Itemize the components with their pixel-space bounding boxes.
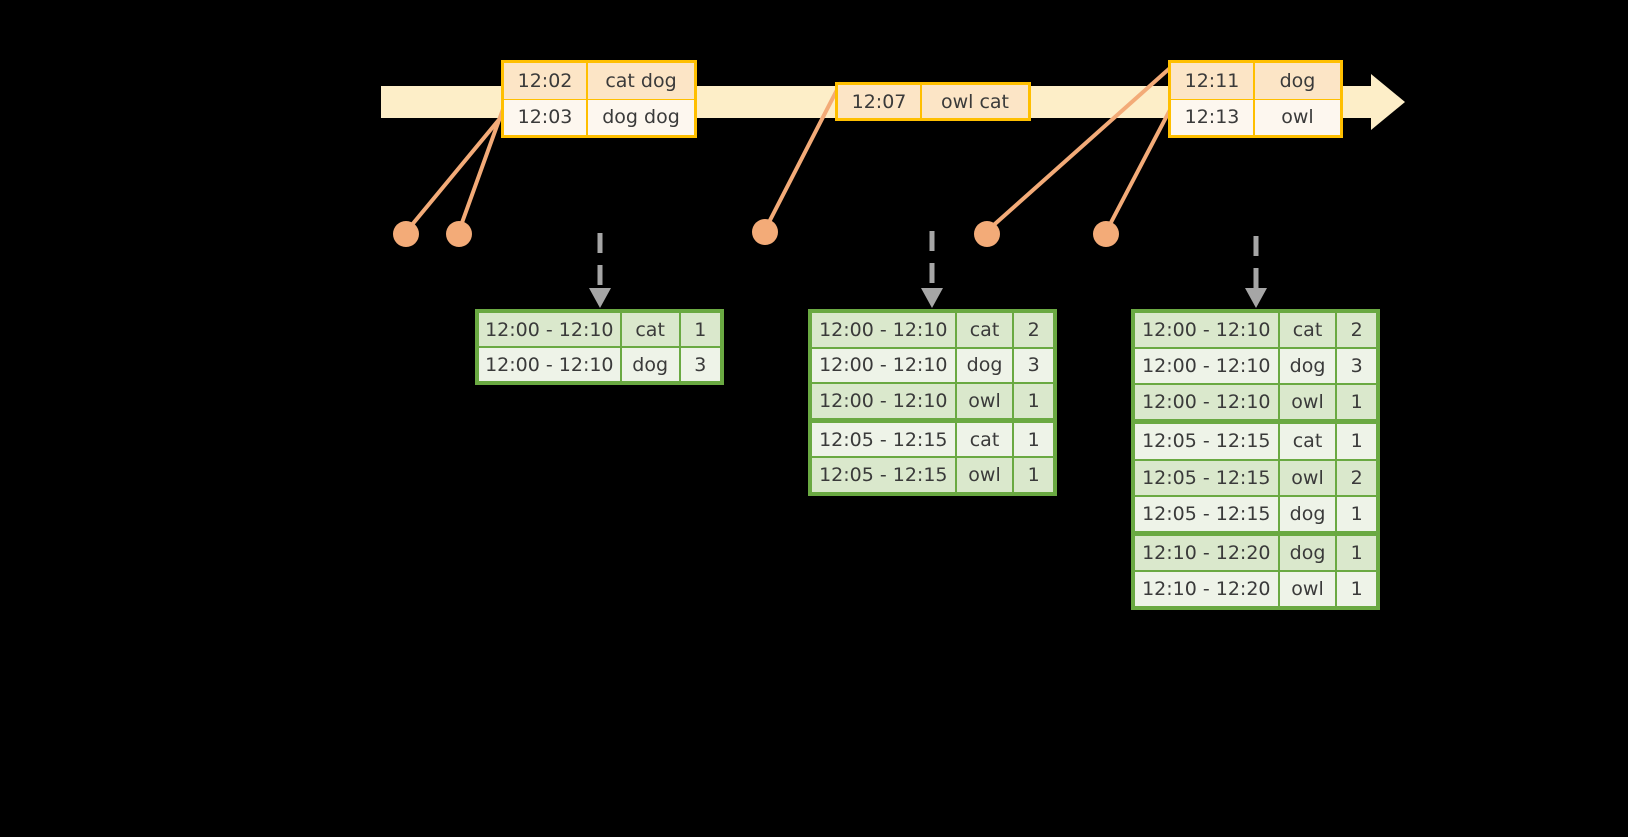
key-cell: owl (956, 384, 1013, 418)
table-row: 12:05 - 12:15 cat 1 (1135, 424, 1376, 459)
table-row: 12:00 - 12:10 owl 1 (812, 384, 1053, 418)
key-cell: cat (621, 313, 679, 346)
window-cell: 12:00 - 12:10 (479, 348, 620, 381)
count-cell: 2 (1337, 313, 1376, 348)
count-cell: 3 (1014, 348, 1053, 383)
event-time: 12:02 (504, 63, 588, 99)
key-cell: cat (1279, 424, 1336, 459)
table-row: 12:05 - 12:15 owl 2 (1135, 460, 1376, 495)
count-cell: 3 (680, 348, 720, 381)
window-cell: 12:00 - 12:10 (812, 348, 955, 383)
event-value: owl (1255, 99, 1340, 135)
key-cell: dog (1279, 496, 1336, 531)
window-cell: 12:05 - 12:15 (1135, 460, 1278, 495)
count-cell: 1 (1337, 535, 1376, 570)
table-row: 12:00 - 12:10 owl 1 (1135, 385, 1376, 420)
table-row: 12:00 - 12:10 dog 3 (812, 348, 1053, 383)
flow-arrow-head-3 (1245, 288, 1267, 308)
table-row: 12:05 - 12:15 cat 1 (812, 422, 1053, 457)
flow-arrow-head-1 (589, 288, 611, 308)
table-row: 12:00 - 12:10 cat 2 (812, 313, 1053, 347)
window-cell: 12:00 - 12:10 (1135, 313, 1278, 348)
event-box-1[interactable]: 12:02 cat dog 12:03 dog dog (501, 60, 697, 138)
window-cell: 12:00 - 12:10 (479, 313, 620, 346)
event-time: 12:03 (504, 99, 588, 135)
key-cell: owl (956, 458, 1013, 492)
result-table-2[interactable]: 12:00 - 12:10 cat 2 12:00 - 12:10 dog 3 … (808, 309, 1057, 496)
event-row: 12:02 cat dog (504, 63, 694, 100)
window-cell: 12:00 - 12:10 (812, 384, 955, 418)
key-cell: cat (956, 313, 1013, 347)
key-cell: dog (1279, 349, 1336, 384)
connector-dot-3 (752, 219, 778, 245)
window-cell: 12:00 - 12:10 (1135, 385, 1278, 420)
window-cell: 12:05 - 12:15 (1135, 424, 1278, 459)
table-row: 12:05 - 12:15 dog 1 (1135, 496, 1376, 531)
event-box-2[interactable]: 12:07 owl cat (835, 82, 1031, 121)
table-row: 12:10 - 12:20 dog 1 (1135, 535, 1376, 570)
timeline-arrowhead (1371, 74, 1405, 130)
key-cell: dog (956, 348, 1013, 383)
window-cell: 12:00 - 12:10 (812, 313, 955, 347)
table-row: 12:00 - 12:10 cat 2 (1135, 313, 1376, 348)
connector-line-1 (404, 114, 504, 234)
connector-dot-5 (1093, 221, 1119, 247)
table-row: 12:00 - 12:10 dog 3 (479, 348, 720, 381)
key-cell: dog (1279, 535, 1336, 570)
window-cell: 12:05 - 12:15 (812, 422, 955, 457)
connector-dot-2 (446, 221, 472, 247)
flow-arrow-head-2 (921, 288, 943, 308)
key-cell: owl (1279, 460, 1336, 495)
event-time: 12:07 (838, 85, 922, 118)
event-row: 12:13 owl (1171, 99, 1340, 135)
event-value: dog dog (588, 99, 694, 135)
result-table-1[interactable]: 12:00 - 12:10 cat 1 12:00 - 12:10 dog 3 (475, 309, 724, 385)
event-box-3[interactable]: 12:11 dog 12:13 owl (1168, 60, 1343, 138)
window-cell: 12:00 - 12:10 (1135, 349, 1278, 384)
event-value: dog (1255, 63, 1340, 99)
count-cell: 1 (1014, 422, 1053, 457)
count-cell: 1 (680, 313, 720, 346)
key-cell: owl (1279, 385, 1336, 420)
count-cell: 1 (1014, 458, 1053, 492)
window-cell: 12:10 - 12:20 (1135, 535, 1278, 570)
window-cell: 12:05 - 12:15 (812, 458, 955, 492)
connector-line-5 (1104, 104, 1174, 234)
table-row: 12:00 - 12:10 cat 1 (479, 313, 720, 346)
event-time: 12:13 (1171, 99, 1255, 135)
count-cell: 1 (1337, 496, 1376, 531)
count-cell: 1 (1014, 384, 1053, 418)
connector-dot-1 (393, 221, 419, 247)
key-cell: dog (621, 348, 679, 381)
key-cell: owl (1279, 571, 1336, 606)
count-cell: 1 (1337, 571, 1376, 606)
count-cell: 2 (1014, 313, 1053, 347)
count-cell: 3 (1337, 349, 1376, 384)
event-row: 12:07 owl cat (838, 85, 1028, 118)
event-value: owl cat (922, 85, 1028, 118)
event-row: 12:03 dog dog (504, 99, 694, 135)
table-row: 12:10 - 12:20 owl 1 (1135, 571, 1376, 606)
key-cell: cat (956, 422, 1013, 457)
event-row: 12:11 dog (1171, 63, 1340, 100)
count-cell: 1 (1337, 424, 1376, 459)
event-time: 12:11 (1171, 63, 1255, 99)
event-value: cat dog (588, 63, 694, 99)
result-table-3[interactable]: 12:00 - 12:10 cat 2 12:00 - 12:10 dog 3 … (1131, 309, 1380, 610)
window-cell: 12:10 - 12:20 (1135, 571, 1278, 606)
table-row: 12:00 - 12:10 dog 3 (1135, 349, 1376, 384)
count-cell: 1 (1337, 385, 1376, 420)
connector-dot-4 (974, 221, 1000, 247)
table-row: 12:05 - 12:15 owl 1 (812, 458, 1053, 492)
count-cell: 2 (1337, 460, 1376, 495)
key-cell: cat (1279, 313, 1336, 348)
window-cell: 12:05 - 12:15 (1135, 496, 1278, 531)
